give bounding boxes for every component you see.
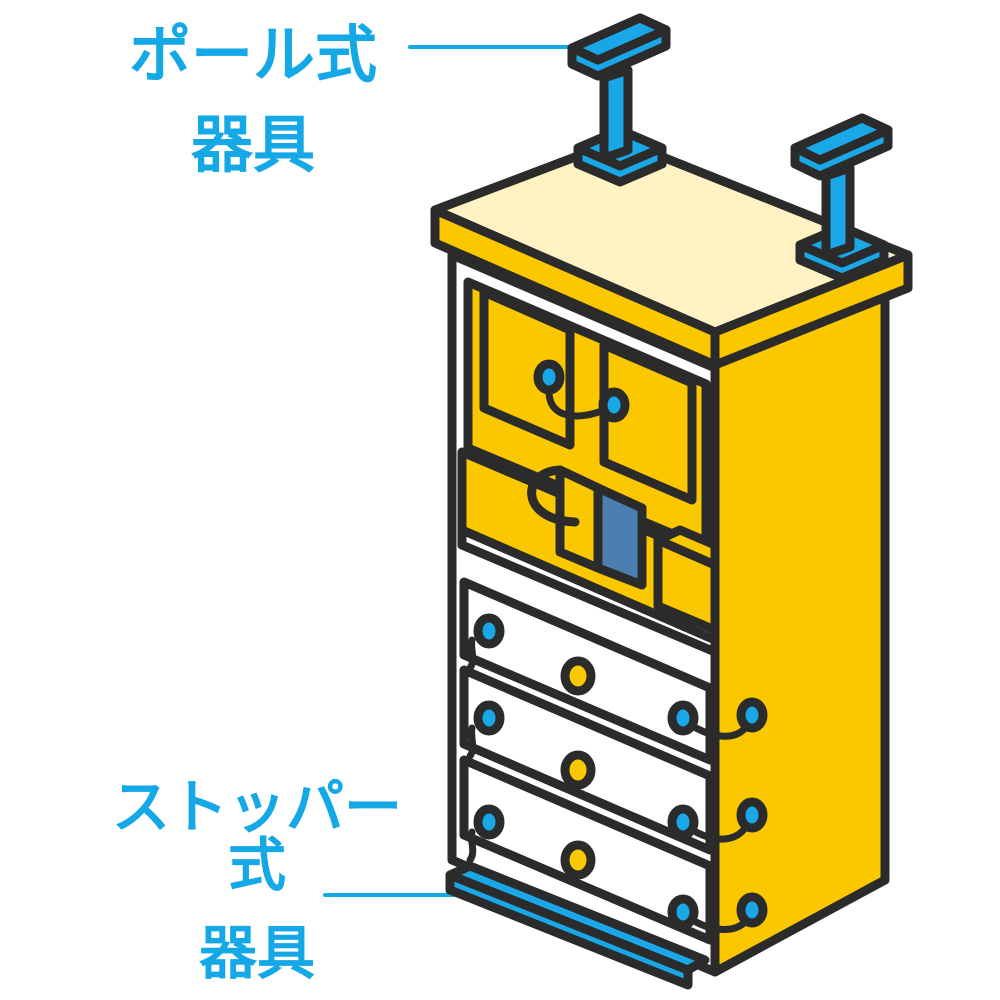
pole-device-label: ポール式 器具 [108,24,398,176]
latch-icon [667,700,699,736]
latch-icon [736,697,768,733]
latch-icon [667,894,699,930]
drawer-knob [560,750,596,790]
cabinet-right-side [710,273,890,977]
drawer-knob [560,656,596,696]
pole-label-line2: 器具 [190,108,315,181]
pole-device-icon [790,113,893,283]
latch-icon [667,804,699,840]
latch-icon [473,700,505,736]
stopper-label-line2: 器具 [198,919,315,987]
latch-icon [598,387,630,423]
latch-icon [736,797,768,833]
pole-label-line1: ポール式 [128,18,377,91]
drawer-knob [560,840,596,880]
latch-icon [736,892,768,928]
right-door [599,340,697,505]
inner-bracket [593,483,647,590]
stopper-device-label: ストッパー式 器具 [92,778,422,982]
pole-device-icon [567,13,671,187]
stopper-label-line1: ストッパー式 [111,773,402,899]
left-door [479,287,575,450]
latch-icon [473,804,505,840]
cabinet-top [430,135,913,337]
latch-icon [473,613,505,649]
latch-icon [533,359,565,395]
